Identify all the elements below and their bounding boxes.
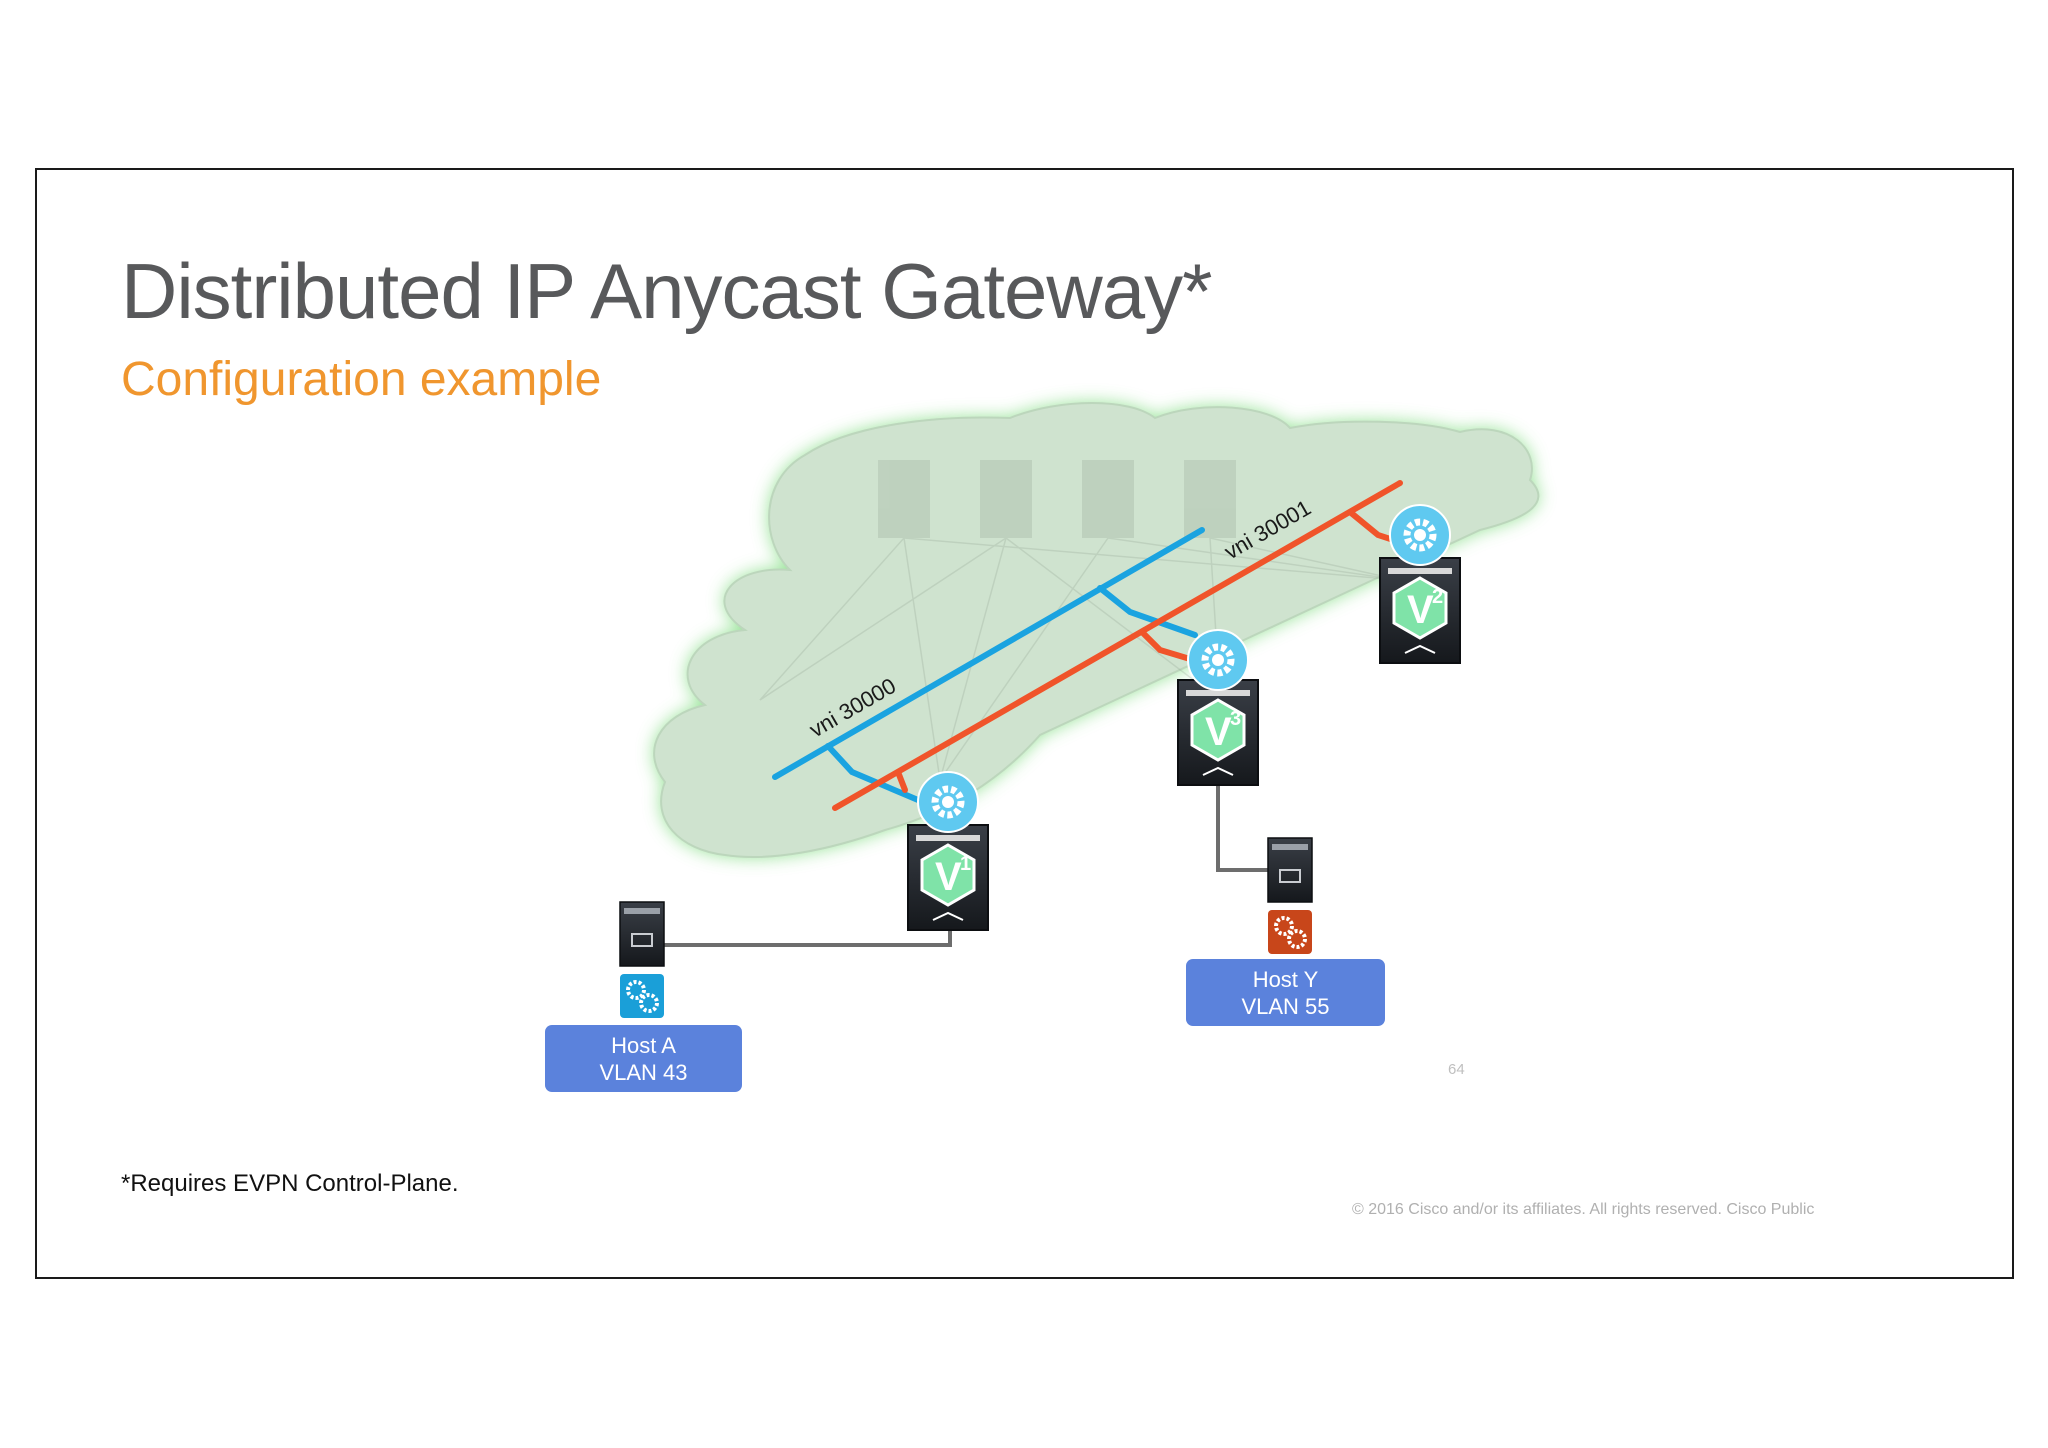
host-cables [664,785,1268,947]
vtep-v3: V 3 [1177,679,1259,786]
host-y-name: Host Y [1252,966,1319,992]
vtep-v2: V 2 [1379,557,1461,664]
cloud-body [653,402,1540,858]
vtep-v1: V 1 [907,824,989,931]
page-number: 64 [1448,1061,1465,1078]
vni-30000-line [772,527,1205,780]
vtep-badge-v1 [920,843,976,907]
vni-30001-link-v1 [895,769,908,793]
vtep-v2-letter: V [1407,588,1434,632]
vni-30001-line [832,480,1403,811]
slide-subtitle: Configuration example [121,353,602,406]
vni-30001-link-v3 [1139,629,1203,665]
gear-badge-v3 [1187,629,1249,691]
footnote: *Requires EVPN Control-Plane. [121,1170,459,1197]
host-y-cable [1216,785,1268,872]
vtep-v1-letter: V [935,855,962,899]
vni-30000-link-v3 [1097,585,1198,638]
host-y-label: Host Y VLAN 55 [1186,959,1385,1026]
host-a-cable [664,930,952,947]
host-y-server-icon [1267,837,1313,903]
fabric-cloud [653,402,1540,858]
host-y-gears-icon [1268,910,1312,954]
host-a-name: Host A [611,1032,676,1058]
host-a-server-icon [619,901,665,967]
vtep-badge-v3 [1190,698,1246,762]
vni-30000-link-v1 [825,743,921,803]
gear-badge-v1 [917,771,979,833]
copyright: © 2016 Cisco and/or its affiliates. All … [1352,1201,1815,1218]
host-a-label: Host A VLAN 43 [545,1025,742,1092]
vtep-v3-letter: V [1205,710,1232,754]
vtep-v1-index: 1 [960,853,971,875]
gear-badge-v2 [1389,504,1451,566]
slide-title: Distributed IP Anycast Gateway* [121,247,1212,335]
host-a-vlan: VLAN 43 [599,1059,688,1085]
vtep-v3-index: 3 [1230,708,1241,730]
host-a-gears-icon [620,974,664,1018]
vtep-v2-index: 2 [1432,586,1443,608]
vni-30000-segment [772,527,1205,803]
host-y-vlan: VLAN 55 [1241,993,1330,1019]
vtep-badge-v2 [1392,576,1448,640]
spine-switches-faded [759,460,1401,781]
